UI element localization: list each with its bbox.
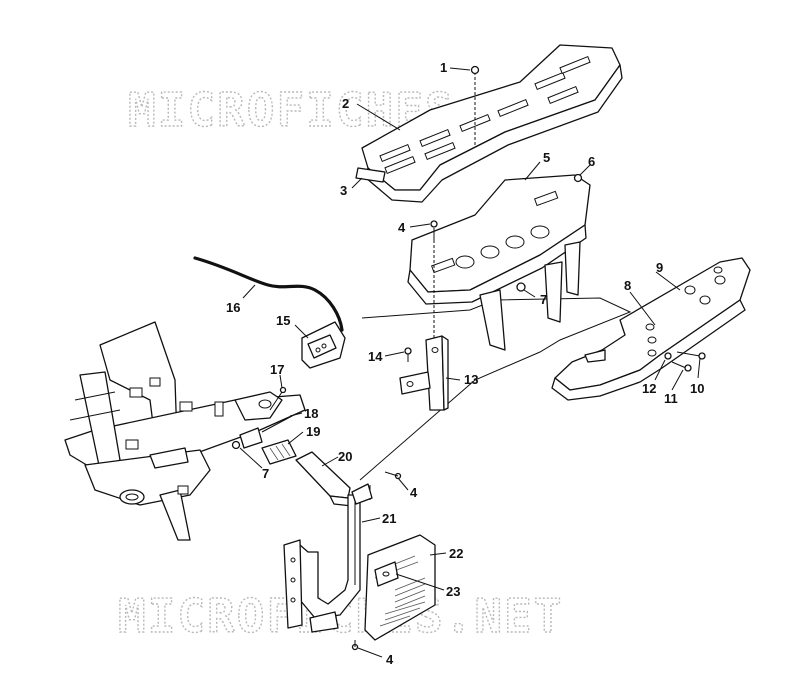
bolt-11	[671, 361, 692, 372]
callout-4-middle: 4	[410, 485, 418, 500]
bumper	[551, 257, 751, 401]
reflector	[355, 167, 386, 183]
callout-labels: 1 2 3 4 5 6 7 8 9 10 11 12 13 14 15 16 1…	[226, 60, 704, 667]
mud-flap-frame	[283, 483, 373, 633]
callout-7: 7	[540, 292, 547, 307]
bolt-4-lower	[351, 640, 359, 651]
callout-19: 19	[306, 424, 320, 439]
callout-14: 14	[368, 349, 383, 364]
bolt-1	[470, 65, 480, 145]
callout-3: 3	[340, 183, 347, 198]
callout-11: 11	[664, 391, 678, 406]
bolt-4-middle	[384, 471, 402, 480]
callout-13: 13	[464, 372, 478, 387]
light-wire	[193, 256, 344, 332]
nut-7-upper	[516, 282, 526, 292]
nut-6	[573, 173, 583, 183]
flap-plate-23	[374, 561, 399, 587]
callout-16: 16	[226, 300, 240, 315]
callout-22: 22	[449, 546, 463, 561]
callout-23: 23	[446, 584, 460, 599]
bolt-10	[676, 351, 706, 360]
callout-7-lower: 7	[262, 466, 269, 481]
callout-17: 17	[270, 362, 284, 377]
rack-panel	[361, 44, 623, 203]
callout-6: 6	[588, 154, 595, 169]
callout-12: 12	[642, 381, 656, 396]
callout-20: 20	[338, 449, 352, 464]
bolt-4-upper	[430, 220, 438, 338]
callout-5: 5	[543, 150, 550, 165]
callout-4-lower: 4	[386, 652, 394, 667]
callout-15: 15	[276, 313, 290, 328]
callout-9: 9	[656, 260, 663, 275]
hitch-block-19	[261, 439, 297, 465]
nut-7-lower	[231, 440, 241, 450]
callout-21: 21	[382, 511, 396, 526]
washer-12	[664, 352, 672, 360]
callout-4: 4	[398, 220, 406, 235]
callout-18: 18	[304, 406, 318, 421]
callout-8: 8	[624, 278, 631, 293]
spacer-18	[239, 415, 293, 449]
assembly-outline	[359, 297, 632, 481]
rack-support-bracket	[407, 174, 591, 351]
frame-assembly	[64, 321, 306, 541]
callout-1: 1	[440, 60, 447, 75]
light-bracket	[399, 335, 449, 411]
pin-17	[269, 386, 287, 411]
callout-10: 10	[690, 381, 704, 396]
tail-light	[301, 321, 346, 369]
leader-lines	[239, 67, 701, 658]
callout-2: 2	[342, 96, 349, 111]
bolt-14	[404, 347, 412, 362]
